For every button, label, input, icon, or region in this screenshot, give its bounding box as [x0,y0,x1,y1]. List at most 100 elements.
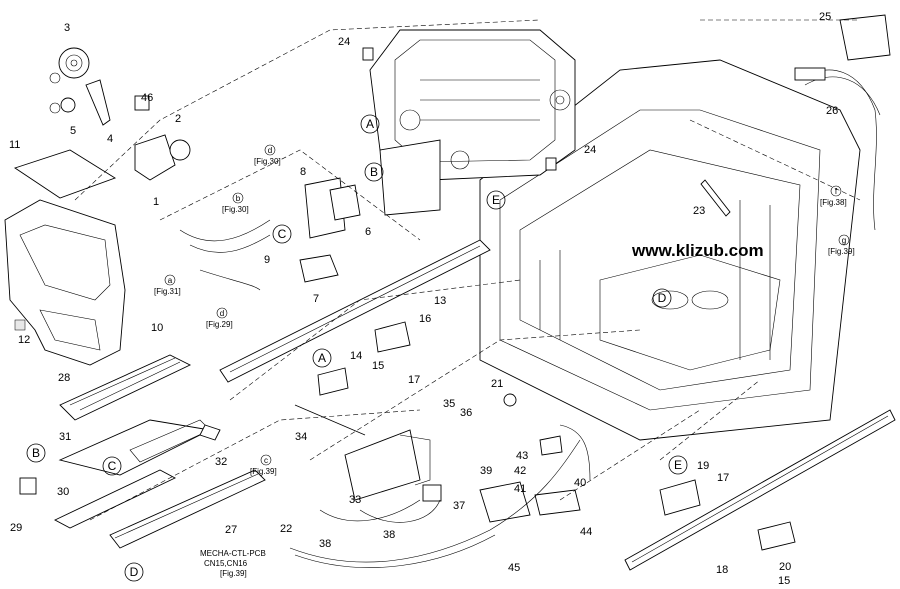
ref-circle [264,144,276,156]
part-number-label: 38 [319,538,331,550]
bracket-14 [317,367,349,396]
part-number-label: 6 [365,226,371,238]
part-40 [534,489,581,516]
part-number-label: 37 [453,500,465,512]
part-number-label: 3 [64,22,70,34]
ref-circle [216,307,228,319]
ref-circle [164,274,176,286]
part-number-label: 15 [778,575,790,587]
callout-circle [124,562,144,582]
part-number-label: 2 [175,113,181,125]
callout-circle [486,190,506,210]
part-number-label: 18 [716,564,728,576]
part-number-label: 16 [419,313,431,325]
ref-circle [232,192,244,204]
part-number-label: 8 [300,166,306,178]
connector-note: MECHA-CTL-PCB CN15,CN16 [Fig.39] [200,549,266,578]
part-number-label: 32 [215,456,227,468]
part-number-label: 9 [264,254,270,266]
bracket-19 [659,479,701,516]
callout-letter: B [32,446,40,460]
part-number-label: 22 [280,523,292,535]
ref-letter: c [264,456,268,465]
ref-figure: [Fig.38] [820,198,847,207]
part-number-label: 13 [434,295,446,307]
callout-circle [102,456,122,476]
part-number-label: 39 [480,465,492,477]
ref-letter: d [268,146,272,155]
pin-23 [700,179,731,217]
part-21 [503,393,517,407]
part-number-label: 4 [107,133,113,145]
part-number-label: 33 [349,494,361,506]
ref-figure: [Fig.30] [254,157,281,166]
bracket-25 [839,14,891,61]
callout-letter: A [318,351,326,365]
part-number-label: 17 [717,472,729,484]
part-number-label: 34 [295,431,307,443]
callout-circle [272,224,292,244]
part-number-label: 44 [580,526,592,538]
part-number-label: 19 [697,460,709,472]
callout-letter: D [130,565,139,579]
callout-circle [312,348,332,368]
part-number-label: 36 [460,407,472,419]
gear-3 [58,47,90,79]
gear-5 [60,97,76,113]
part-number-label: 27 [225,524,237,536]
part-number-label: 35 [443,398,455,410]
part-number-label: 41 [514,483,526,495]
ref-letter: d [220,309,224,318]
sheet-11 [13,149,117,199]
part-number-label: 43 [516,450,528,462]
connector-note-line-1: MECHA-CTL-PCB [200,549,266,558]
ref-letter: b [236,194,241,203]
rail-13 [219,239,491,383]
part-number-label: 21 [491,378,503,390]
cover-10 [4,199,126,366]
connector-26 [794,67,826,81]
guide-28 [59,354,192,421]
part-number-label: 11 [9,139,20,151]
callout-circle [668,455,688,475]
rod-34 [294,404,366,436]
guide-31 [58,419,212,476]
label-12 [14,319,26,331]
figure-references: d[Fig.30]b[Fig.30]a[Fig.31]d[Fig.29]c[Fi… [154,144,855,476]
bracket-33 [344,429,421,501]
part-number-label: 40 [574,477,586,489]
callout-letter: E [674,458,682,472]
part-number-label: 10 [151,322,163,334]
ref-letter: f [835,187,838,196]
part-number-label: 28 [58,372,70,384]
bracket-7 [299,254,339,283]
belt-4 [85,79,111,126]
ref-circle [260,454,272,466]
part-number-label: 42 [514,465,526,477]
motor-2 [169,139,191,161]
callout-circle [360,114,380,134]
ref-figure: [Fig.31] [154,287,181,296]
part-number-label: 5 [70,125,76,137]
part-number-label: 17 [408,374,420,386]
rail-18 [624,409,896,571]
part-number-label: 14 [350,350,362,362]
part-number-label: 24 [584,144,596,156]
callout-letter: C [108,459,117,473]
bracket-39 [479,481,531,523]
part-number-label: 20 [779,561,791,573]
connector-note-line-3: [Fig.39] [220,569,247,578]
part-32 [199,424,221,441]
callout-letter: D [658,291,667,305]
part-number-label: 30 [57,486,69,498]
connector-note-line-2: CN15,CN16 [204,559,248,568]
screw-24a [362,47,374,61]
bracket-1 [134,134,176,181]
ref-figure: [Fig.30] [222,205,249,214]
ref-letter: a [168,276,173,285]
part-number-label: 23 [693,205,705,217]
